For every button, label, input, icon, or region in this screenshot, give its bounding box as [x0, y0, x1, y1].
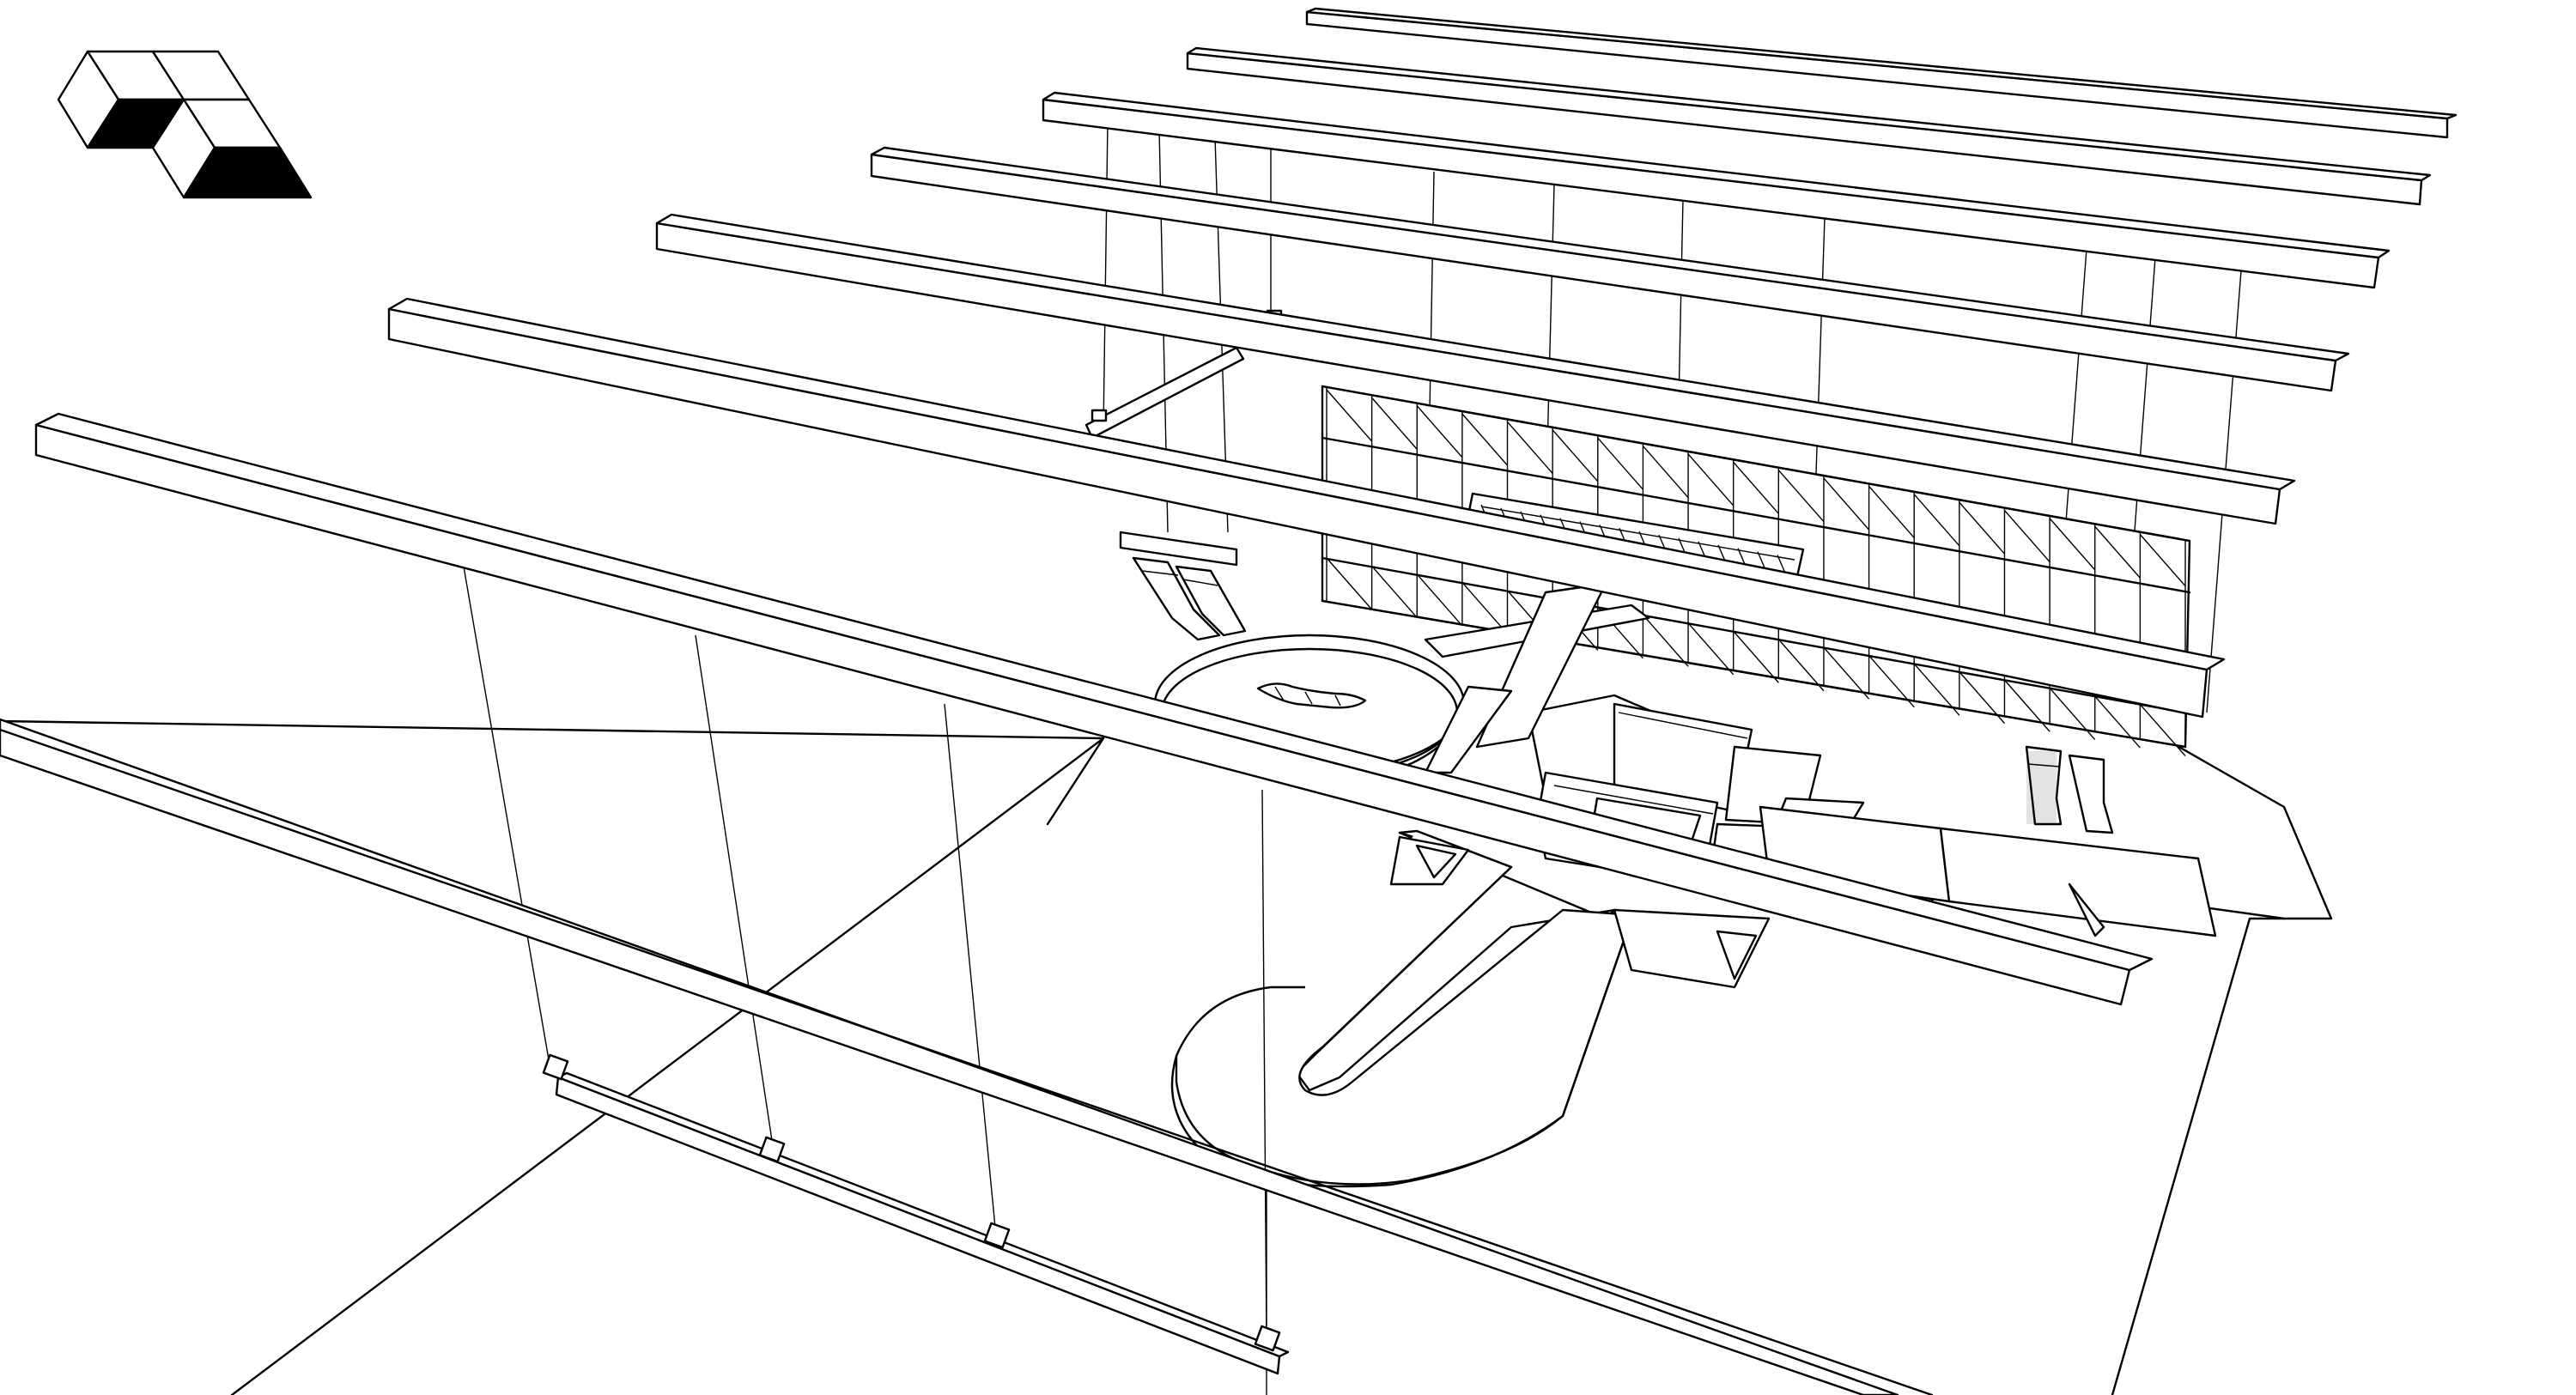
scaffold-brace	[1597, 437, 1643, 490]
pipe-clamp	[758, 1136, 786, 1163]
scaffold-brace	[1326, 557, 1373, 610]
overhead-beam-5	[655, 213, 2296, 525]
scaffold-brace	[2094, 695, 2141, 749]
scaffold-brace	[1461, 581, 1509, 634]
scaffold-brace	[1777, 470, 1825, 523]
right-speaker-array	[2025, 745, 2114, 834]
left-speaker-array	[1119, 531, 1247, 641]
scaffold-brace	[1823, 477, 1870, 531]
pipe-clamp	[1254, 1325, 1281, 1352]
scaffold-brace	[2003, 510, 2050, 562]
scaffold-brace	[1416, 405, 1463, 458]
scaffold-brace	[1913, 494, 1960, 547]
scaffold-brace	[2139, 534, 2186, 587]
scaffold-brace	[1959, 671, 2005, 725]
scaffold-brace	[1823, 646, 1870, 700]
overhead-beam-8	[0, 718, 1934, 1395]
scaffold-brace	[1868, 485, 1915, 538]
pipe-clamp	[983, 1222, 1011, 1249]
pipe-clamp	[542, 1053, 569, 1081]
scaffold-brace	[1868, 655, 1915, 708]
scaffold-brace	[2139, 704, 2186, 756]
overhead-beam-1	[1305, 7, 2458, 139]
venue-floor-outline	[0, 719, 2333, 1395]
scaffold-brace	[1507, 422, 1553, 474]
scaffold-brace	[1371, 397, 1418, 450]
stacked-cubes-logo-icon	[57, 50, 313, 199]
scaffold-brace	[2049, 518, 2096, 571]
scaffold-brace	[1461, 413, 1509, 466]
scaffold-brace	[1326, 389, 1373, 442]
scaffold-brace	[2049, 688, 2096, 741]
scaffold-brace	[1733, 630, 1779, 683]
scaffold-brace	[1913, 663, 1960, 716]
scaffold-brace	[1642, 614, 1689, 667]
scaffold-brace	[1687, 453, 1735, 506]
scaffold-brace	[1687, 622, 1735, 676]
front-rigging-pipe	[542, 1053, 1290, 1375]
scaffold-brace	[1416, 573, 1463, 627]
scaffold-brace	[2094, 525, 2141, 579]
overhead-beam-3	[1042, 91, 2391, 289]
scaffold-brace	[1642, 446, 1689, 499]
overhead-beam-4	[870, 146, 2350, 392]
scaffold-brace	[1733, 461, 1779, 514]
scaffold-brace	[1959, 501, 2005, 555]
scaffold-brace	[1777, 639, 1825, 692]
overhead-beam-7	[34, 412, 2154, 1006]
overhead-beam-6	[387, 297, 2226, 719]
overhead-beams	[387, 7, 2458, 719]
scaffold-brace	[1371, 566, 1418, 618]
scaffold-brace	[2003, 679, 2050, 732]
front-hanging-lines	[463, 566, 1267, 1395]
overhead-beam-2	[1186, 46, 2432, 206]
runway-platform	[1170, 829, 1771, 1188]
scaffold-brace	[1552, 429, 1599, 482]
stage-logo-mark	[1256, 682, 1367, 709]
